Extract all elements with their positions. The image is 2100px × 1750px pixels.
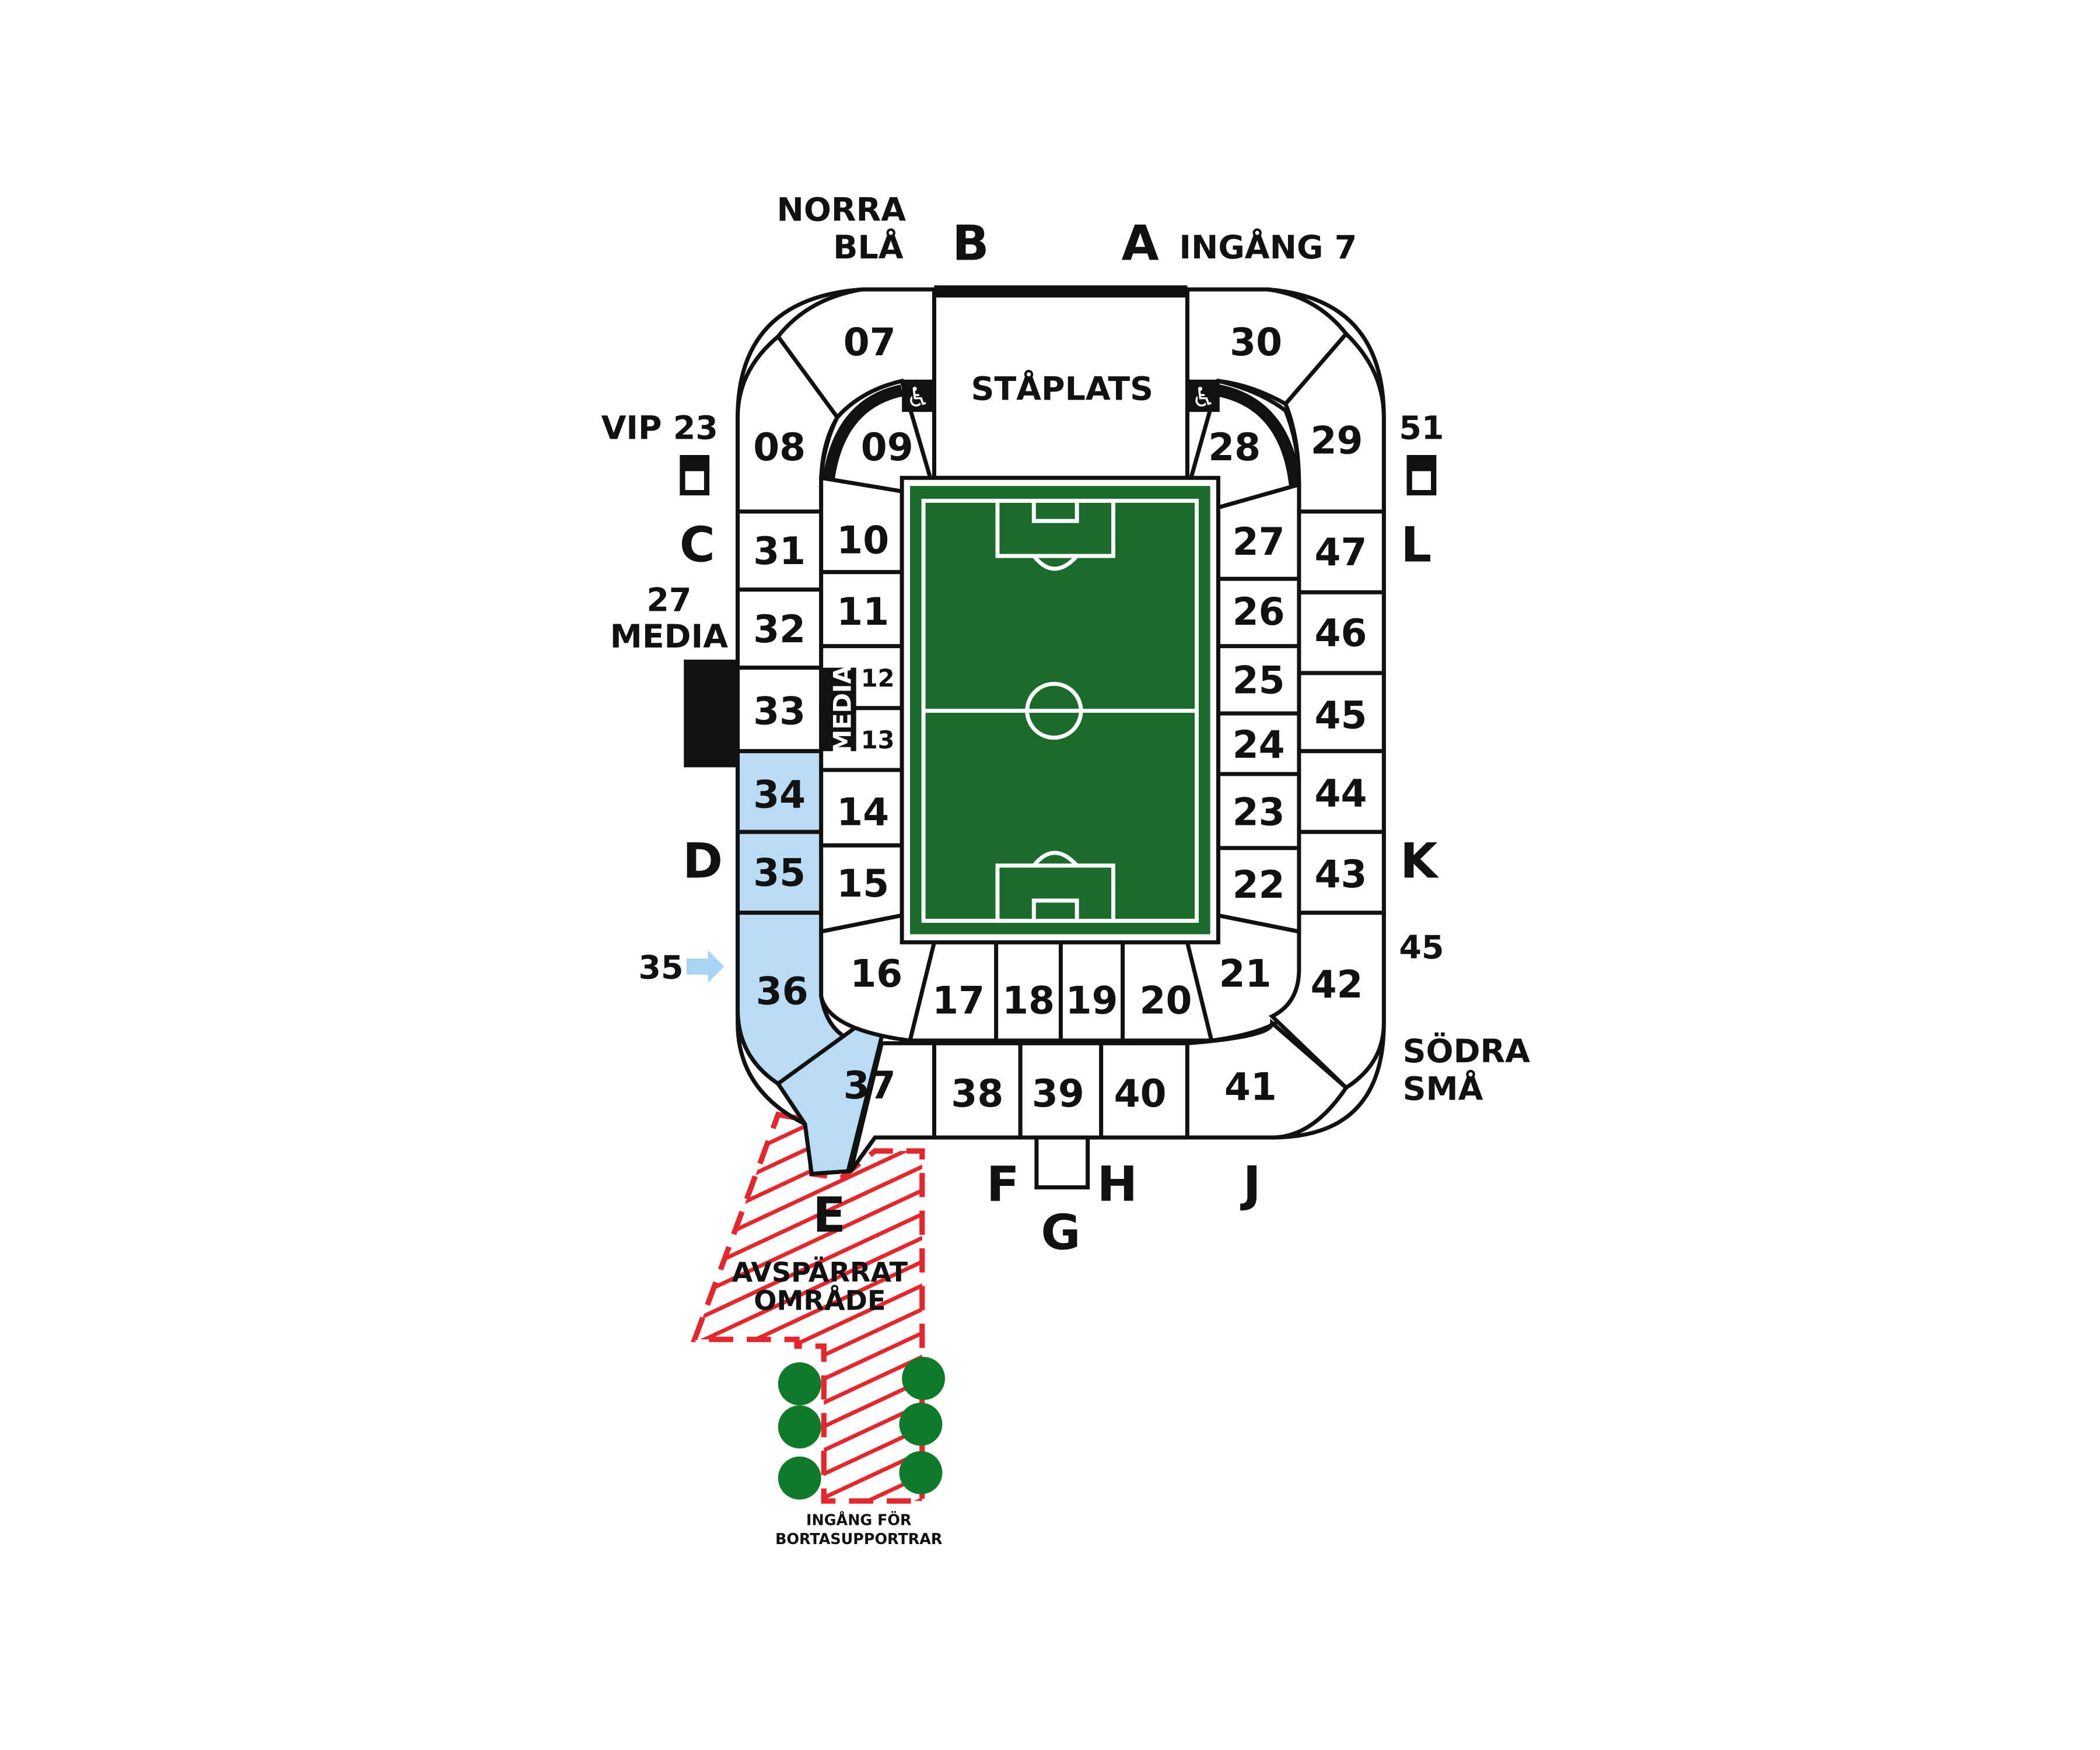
section-33[interactable] xyxy=(736,666,824,754)
media-27-label-2: MEDIA xyxy=(610,618,729,656)
gate-j: J xyxy=(1240,1156,1261,1212)
section-label: 37 xyxy=(844,1064,896,1108)
section-label: 08 xyxy=(753,426,806,470)
right-51-label: 51 xyxy=(1399,410,1444,447)
section-label: 15 xyxy=(836,862,889,906)
norra-bla-label-2: BLÅ xyxy=(833,228,903,267)
away-entrance-label-1: INGÅNG FÖR xyxy=(806,1511,912,1529)
section-label: 44 xyxy=(1315,772,1367,816)
gate-b: B xyxy=(952,215,989,271)
section-32[interactable] xyxy=(736,587,824,670)
section-label: 27 xyxy=(1233,520,1285,564)
section-label: 32 xyxy=(753,608,806,652)
sodra-sma-label-2: SMÅ xyxy=(1403,1069,1483,1108)
section-label: 40 xyxy=(1114,1072,1167,1116)
section-37[interactable] xyxy=(849,1041,936,1172)
section-label: 12 xyxy=(861,664,895,692)
section-label: 17 xyxy=(932,979,985,1023)
gate-c: C xyxy=(680,516,715,573)
section-label: 38 xyxy=(951,1072,1003,1116)
restricted-label-2: OMRÅDE xyxy=(754,1284,886,1316)
gate-h: H xyxy=(1097,1156,1138,1212)
section-label: 30 xyxy=(1230,321,1282,365)
section-label: 22 xyxy=(1233,863,1285,907)
media-27-label-1: 27 xyxy=(646,582,691,620)
section-38[interactable] xyxy=(932,1041,1023,1140)
wheelchair-icon: ♿ xyxy=(1187,379,1220,413)
section-44[interactable] xyxy=(1297,749,1386,834)
section-label: 47 xyxy=(1315,531,1367,575)
away-entrance-label-2: BORTASUPPORTRAR xyxy=(775,1530,943,1548)
section-11[interactable] xyxy=(819,570,904,649)
section-label: 36 xyxy=(756,970,808,1014)
section-label: 24 xyxy=(1233,723,1285,767)
section-26[interactable] xyxy=(1216,576,1301,649)
section-14[interactable] xyxy=(819,768,904,848)
wheelchair-platform-right xyxy=(1217,384,1301,485)
arrow-35-label: 35 xyxy=(639,950,684,987)
section-label: 23 xyxy=(1233,791,1285,835)
g-gate-notch xyxy=(1034,1135,1090,1189)
ingang-7-label: INGÅNG 7 xyxy=(1179,228,1357,267)
section-label: 16 xyxy=(850,953,902,996)
wheelchair-icon: ♿ xyxy=(902,379,935,413)
media-box-small xyxy=(821,667,856,751)
media-box-large xyxy=(684,659,738,768)
section-40[interactable] xyxy=(1099,1041,1189,1140)
section-label: 21 xyxy=(1219,953,1272,996)
norra-bla-label-1: NORRA xyxy=(777,191,907,229)
gate-k: K xyxy=(1400,833,1439,890)
section-42[interactable] xyxy=(1268,911,1386,1091)
svg-text:♿: ♿ xyxy=(1191,382,1215,413)
standing-label: STÅPLATS xyxy=(971,369,1153,408)
arrow-right-icon xyxy=(686,950,724,983)
section-label: 42 xyxy=(1311,963,1363,1007)
section-label: 35 xyxy=(753,851,806,895)
wheelchair-platform-left xyxy=(821,384,904,485)
section-label: 29 xyxy=(1311,419,1363,463)
gate-a: A xyxy=(1121,215,1158,271)
gate-l: L xyxy=(1401,516,1432,573)
section-label: 26 xyxy=(1233,590,1285,634)
section-label: 18 xyxy=(1002,979,1055,1023)
media-box-label: MEDIA xyxy=(828,665,856,754)
section-label: 11 xyxy=(836,590,889,634)
gate-f: F xyxy=(986,1156,1020,1212)
section-label: 33 xyxy=(753,690,806,734)
gate-g: G xyxy=(1041,1205,1080,1261)
section-label: 45 xyxy=(1315,694,1367,737)
section-label: 10 xyxy=(836,519,889,562)
tree-icon xyxy=(778,1357,945,1500)
section-label: 41 xyxy=(1224,1065,1277,1109)
section-label: 46 xyxy=(1315,612,1367,656)
section-45[interactable] xyxy=(1297,671,1386,754)
svg-text:♿: ♿ xyxy=(906,382,930,413)
section-31[interactable] xyxy=(736,509,824,592)
section-label: 31 xyxy=(753,530,806,573)
section-label: 20 xyxy=(1140,979,1192,1023)
section-label: 28 xyxy=(1208,426,1261,470)
section-label: 39 xyxy=(1032,1072,1084,1116)
sodra-sma-label-1: SÖDRA xyxy=(1403,1032,1531,1070)
right-45-label: 45 xyxy=(1399,929,1444,967)
gate-d: D xyxy=(682,833,723,890)
standing-roof-bar xyxy=(934,285,1188,298)
section-label: 25 xyxy=(1233,659,1285,702)
elevator-icon xyxy=(680,455,710,496)
section-label: 19 xyxy=(1066,979,1118,1023)
elevator-icon xyxy=(1406,455,1437,496)
football-pitch xyxy=(900,475,1220,944)
section-label: 13 xyxy=(861,726,895,754)
section-label: 43 xyxy=(1315,853,1367,897)
gate-e: E xyxy=(813,1187,846,1244)
restricted-label-1: AVSPÄRRAT xyxy=(732,1256,908,1288)
section-label: 34 xyxy=(753,774,806,817)
section-label: 07 xyxy=(844,321,896,365)
section-label: 14 xyxy=(836,791,889,835)
section-label: 09 xyxy=(861,426,914,470)
section-43[interactable] xyxy=(1297,830,1386,915)
vip-23-label: VIP 23 xyxy=(601,410,718,447)
